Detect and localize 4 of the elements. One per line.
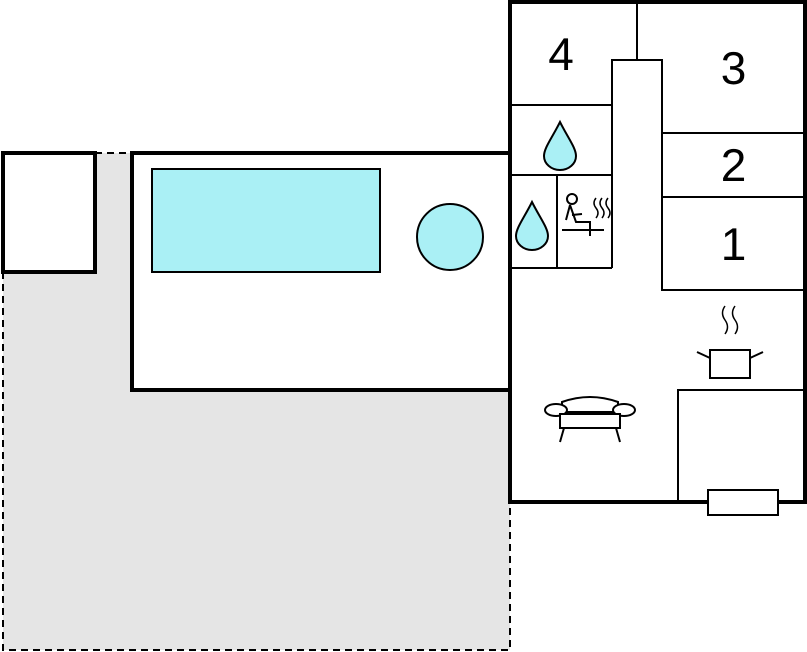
room-number: 4: [548, 30, 574, 76]
room-number: 1: [720, 220, 746, 266]
room-number: 2: [720, 142, 746, 188]
room-number: 3: [720, 44, 746, 90]
